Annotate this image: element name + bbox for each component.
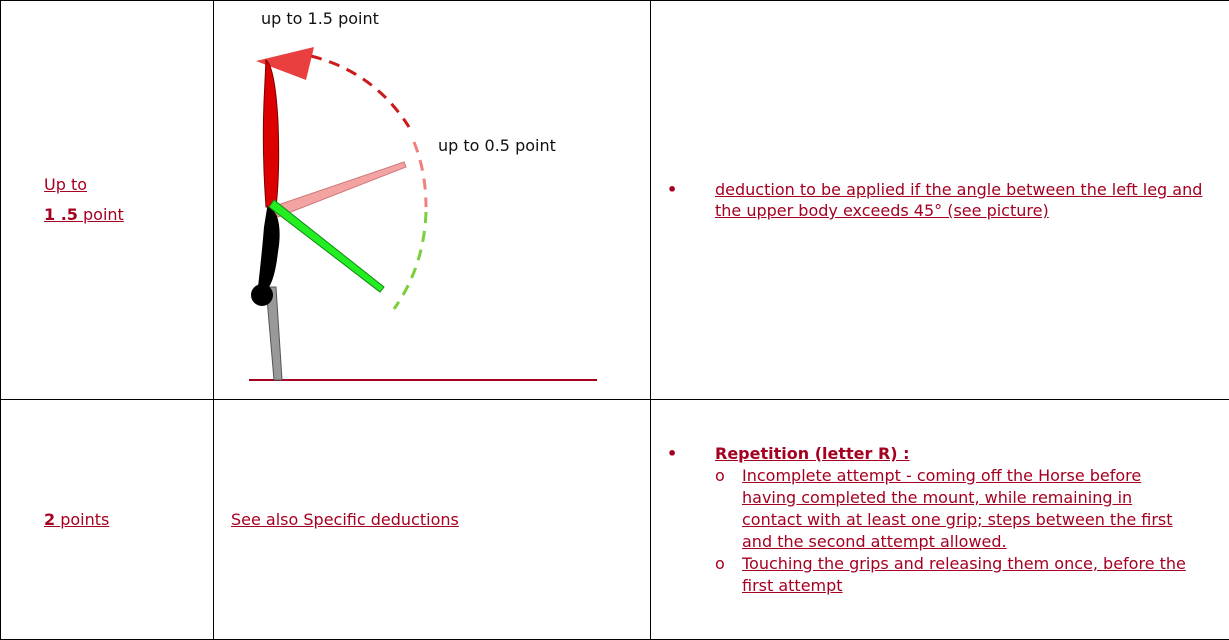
leg-low-shape (269, 200, 384, 292)
table-row: Up to 1 .5 point (1, 1, 1229, 400)
leg-mid-shape (272, 162, 406, 217)
description-item: • deduction to be applied if the angle b… (651, 179, 1229, 221)
leg-up-shape (263, 60, 278, 207)
head-shape (251, 284, 273, 306)
list-item-text: Touching the grips and releasing them on… (742, 553, 1189, 597)
repetition-heading: • Repetition (letter R) : (651, 443, 1229, 465)
table-row: 2 points See also Specific deductions • … (1, 400, 1229, 640)
circle-bullet-icon: o (715, 465, 725, 487)
label-up-to-0-5: up to 0.5 point (438, 136, 556, 155)
figure-cell: up to 1.5 point up to 0.5 point (214, 1, 651, 400)
amount-unit: point (83, 205, 124, 224)
list-item: o Touching the grips and releasing them … (651, 553, 1229, 597)
list-item-text: Incomplete attempt - coming off the Hors… (742, 465, 1189, 553)
description-text: deduction to be applied if the angle bet… (651, 179, 1229, 221)
deduction-amount: Up to 1 .5 point (1, 170, 213, 230)
amount-line-2: 1 .5 point (44, 200, 213, 230)
repetition-block: • Repetition (letter R) : o Incomplete a… (651, 443, 1229, 597)
amount-number: 2 (44, 510, 55, 529)
label-up-to-1-5: up to 1.5 point (261, 9, 379, 28)
arrow-head-icon (256, 47, 314, 80)
description-cell: • Repetition (letter R) : o Incomplete a… (651, 400, 1229, 640)
arc-upper (311, 56, 409, 127)
amount-cell: 2 points (1, 400, 214, 640)
amount-line: 2 points (44, 505, 213, 535)
circle-bullet-icon: o (715, 553, 725, 575)
amount-unit: points (60, 510, 109, 529)
see-also-link[interactable]: See also Specific deductions (214, 510, 650, 529)
amount-number: 1 .5 (44, 205, 78, 224)
see-also-cell: See also Specific deductions (214, 400, 651, 640)
bullet-icon: • (667, 179, 677, 200)
arc-lower (394, 212, 426, 309)
amount-line-1: Up to (44, 170, 213, 200)
list-item: o Incomplete attempt - coming off the Ho… (651, 465, 1229, 553)
arc-mid (414, 142, 426, 207)
amount-cell: Up to 1 .5 point (1, 1, 214, 400)
leg-angle-figure: up to 1.5 point up to 0.5 point (214, 2, 649, 399)
deduction-amount: 2 points (1, 505, 213, 535)
body-shape (258, 202, 280, 292)
repetition-title: Repetition (letter R) : (651, 443, 1229, 465)
description-cell: • deduction to be applied if the angle b… (651, 1, 1229, 400)
bullet-icon: • (667, 443, 677, 465)
